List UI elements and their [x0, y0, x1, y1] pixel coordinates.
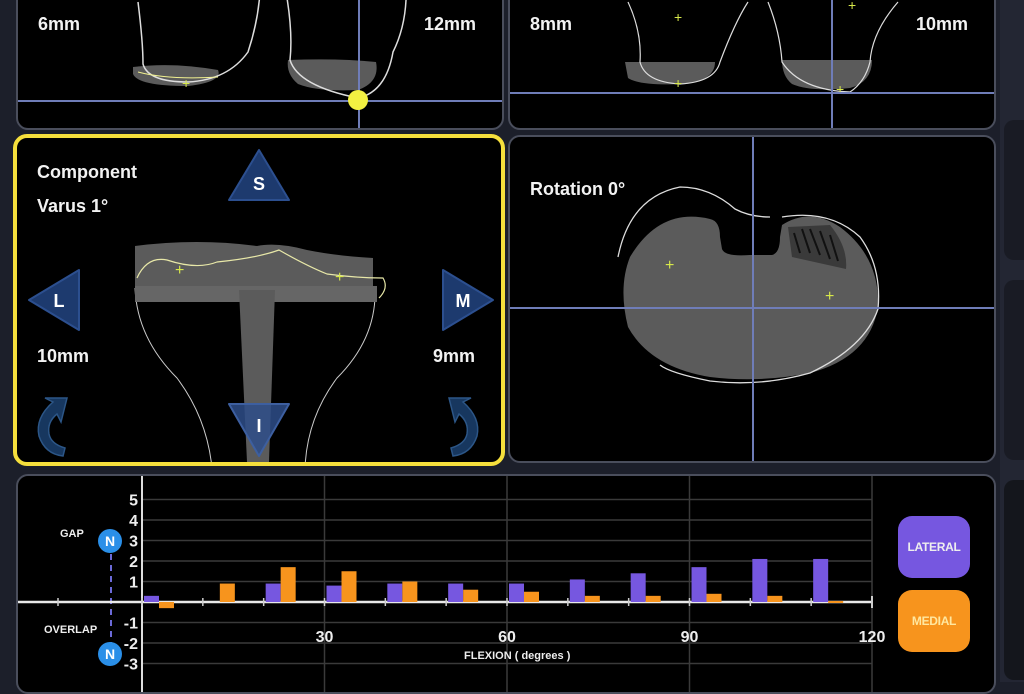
svg-text:+: + [674, 9, 682, 25]
gap-balance-chart: 5 4 3 2 1 -1 -2 -3 30 60 90 120 GAP OVERLAP N N FLE… [16, 474, 996, 694]
svg-text:3: 3 [129, 534, 138, 551]
tibia-coronal-drawing: + + S I L M [28, 149, 494, 462]
gap-n-marker[interactable]: N [98, 529, 122, 553]
lateral-arrow-button[interactable]: L [28, 269, 80, 331]
lateral-legend-button[interactable]: LATERAL [898, 516, 970, 578]
bezel-segment [1004, 120, 1024, 260]
rotate-ccw-icon[interactable] [37, 397, 68, 457]
femur-posterior-medial-value: 10mm [916, 14, 969, 34]
medial-arrow-button[interactable]: M [442, 269, 494, 331]
tibia-lateral-resection-value: 10mm [37, 346, 90, 366]
svg-text:+: + [825, 288, 834, 305]
medial-arrow-label: M [456, 291, 471, 311]
superior-arrow-label: S [253, 174, 265, 194]
crosshair-vertical [358, 0, 360, 128]
svg-text:-2: -2 [124, 636, 138, 653]
svg-text:2: 2 [129, 554, 138, 571]
femur-posterior-drawing: + + + + [625, 0, 899, 97]
tibia-axial-drawing: + + [617, 186, 880, 384]
landmark-handle[interactable] [348, 90, 368, 110]
medial-legend-button[interactable]: MEDIAL [898, 590, 970, 652]
svg-text:+: + [674, 75, 682, 91]
femur-distal-lateral-value: 6mm [38, 14, 81, 34]
svg-text:60: 60 [498, 629, 516, 646]
svg-text:5: 5 [129, 493, 138, 510]
crosshair-horizontal [18, 100, 502, 102]
component-title: Component [37, 162, 137, 182]
svg-text:-3: -3 [124, 657, 138, 674]
svg-text:120: 120 [859, 629, 886, 646]
varus-value: Varus 1° [37, 196, 109, 216]
svg-text:30: 30 [316, 629, 334, 646]
gap-axis-label: GAP [60, 528, 84, 540]
svg-text:+: + [182, 75, 190, 91]
inferior-arrow-button[interactable]: I [228, 403, 290, 457]
crosshair-vertical [831, 0, 833, 128]
inferior-arrow-label: I [256, 416, 261, 436]
overlap-axis-label: OVERLAP [44, 624, 98, 636]
svg-text:+: + [665, 257, 674, 274]
svg-text:4: 4 [129, 513, 138, 530]
svg-text:-1: -1 [124, 616, 138, 633]
right-bezel [1000, 0, 1024, 682]
svg-text:+: + [175, 262, 184, 279]
femur-distal-view[interactable]: + 6mm 12mm [16, 0, 504, 130]
lateral-arrow-label: L [54, 291, 65, 311]
svg-text:+: + [848, 0, 856, 13]
femur-distal-drawing: + [133, 0, 407, 99]
femur-posterior-view[interactable]: + + + + 8mm 10mm [508, 0, 996, 130]
tibia-coronal-view[interactable]: + + S I L M Component Varus 1° [13, 134, 505, 466]
svg-text:+: + [335, 269, 344, 286]
crosshair-horizontal [510, 92, 994, 94]
tibia-axial-view[interactable]: + + Rotation 0° [508, 135, 996, 463]
overlap-n-marker[interactable]: N [98, 642, 122, 666]
tibia-medial-resection-value: 9mm [433, 346, 476, 366]
gap-chart-plot: 5 4 3 2 1 -1 -2 -3 30 60 90 120 [18, 476, 886, 692]
rotate-cw-icon[interactable] [448, 397, 479, 457]
femur-posterior-lateral-value: 8mm [530, 14, 573, 34]
bezel-segment [1004, 280, 1024, 460]
femur-distal-medial-value: 12mm [424, 14, 477, 34]
bezel-segment [1004, 480, 1024, 680]
crosshair-vertical [752, 137, 754, 461]
svg-text:1: 1 [129, 575, 138, 592]
superior-arrow-button[interactable]: S [228, 149, 290, 201]
rotation-value: Rotation 0° [530, 179, 626, 199]
svg-text:90: 90 [681, 629, 699, 646]
flexion-axis-label: FLEXION ( degrees ) [464, 650, 571, 662]
svg-text:+: + [836, 81, 844, 97]
